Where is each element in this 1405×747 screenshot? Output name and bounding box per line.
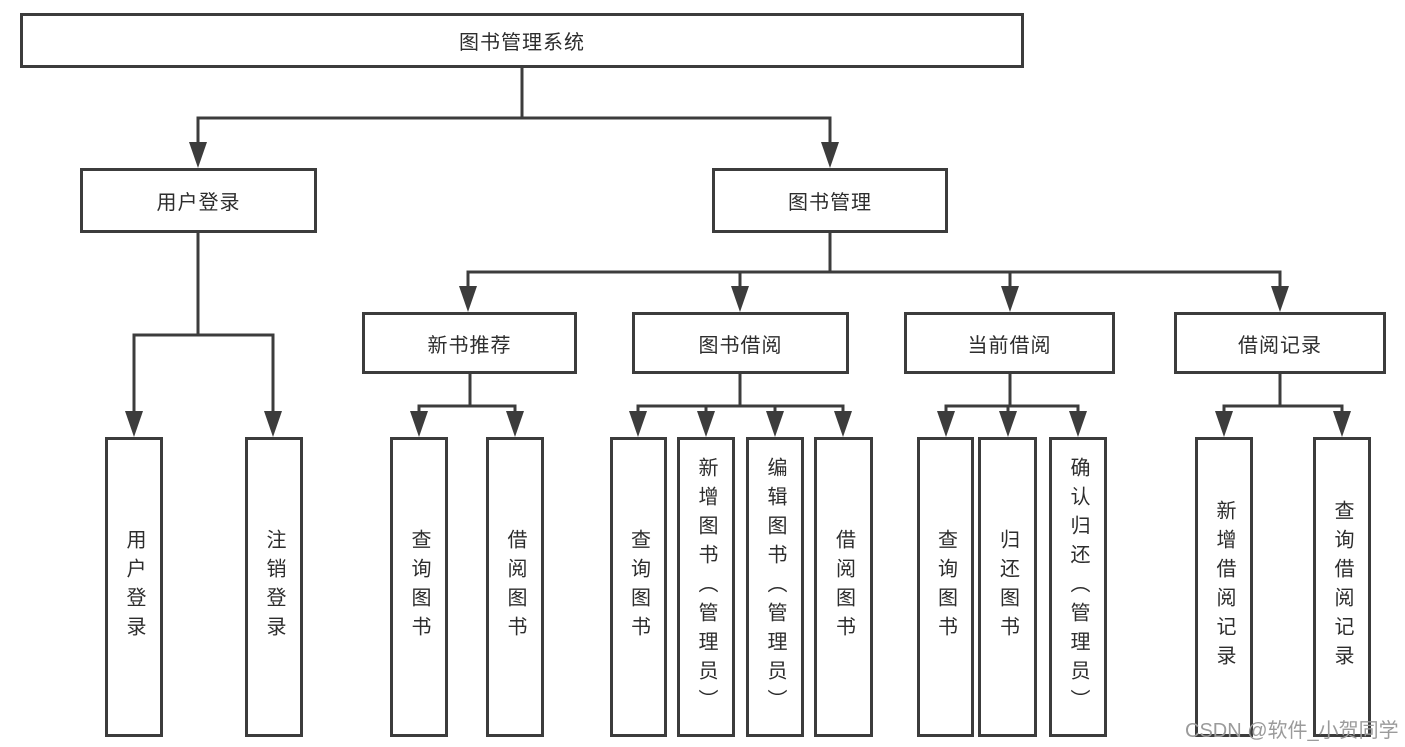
- leaf-borrow-books: 借阅图书: [814, 437, 873, 737]
- leaf-borrow-books-recommendation-label: 借阅图书: [504, 529, 526, 645]
- leaf-confirm-return-admin: 确认归还（管理员）: [1049, 437, 1107, 737]
- connector-bookborrow-to-leaves: [629, 374, 852, 437]
- leaf-borrow-books-recommendation: 借阅图书: [486, 437, 544, 737]
- node-root-label: 图书管理系统: [459, 32, 585, 54]
- leaf-logout-label: 注销登录: [263, 529, 285, 645]
- node-user-login-label: 用户登录: [156, 192, 241, 214]
- leaf-query-borrow-record: 查询借阅记录: [1313, 437, 1371, 737]
- leaf-add-borrow-record-label: 新增借阅记录: [1213, 500, 1235, 674]
- leaf-edit-books-admin: 编辑图书（管理员）: [746, 437, 804, 737]
- leaf-borrow-books-label: 借阅图书: [832, 529, 855, 645]
- leaf-query-books-current: 查询图书: [917, 437, 974, 737]
- connector-root-to-level2: [189, 68, 839, 168]
- leaf-add-books-admin-label: 新增图书（管理员）: [695, 456, 717, 718]
- node-new-book-recommendation-label: 新书推荐: [427, 334, 512, 357]
- leaf-return-books-label: 归还图书: [996, 529, 1019, 645]
- node-current-borrowing-label: 当前借阅: [967, 334, 1052, 357]
- leaf-user-login-label: 用户登录: [123, 529, 145, 645]
- leaf-query-books-borrowing: 查询图书: [610, 437, 667, 737]
- leaf-logout: 注销登录: [245, 437, 303, 737]
- leaf-confirm-return-admin-label: 确认归还（管理员）: [1067, 456, 1089, 718]
- node-new-book-recommendation: 新书推荐: [362, 312, 577, 374]
- leaf-query-borrow-record-label: 查询借阅记录: [1331, 500, 1353, 674]
- leaf-query-books-recommendation-label: 查询图书: [408, 529, 430, 645]
- node-book-borrowing-label: 图书借阅: [698, 334, 783, 357]
- node-book-management: 图书管理: [712, 168, 948, 233]
- connector-bookmgmt-to-level3: [459, 233, 1289, 312]
- leaf-query-books-borrowing-label: 查询图书: [627, 529, 650, 645]
- leaf-query-books-current-label: 查询图书: [934, 529, 957, 645]
- leaf-add-books-admin: 新增图书（管理员）: [677, 437, 735, 737]
- leaf-return-books: 归还图书: [978, 437, 1037, 737]
- node-book-management-label: 图书管理: [788, 192, 872, 214]
- node-current-borrowing: 当前借阅: [904, 312, 1115, 374]
- node-borrowing-records: 借阅记录: [1174, 312, 1386, 374]
- leaf-user-login: 用户登录: [105, 437, 163, 737]
- node-book-borrowing: 图书借阅: [632, 312, 849, 374]
- connector-userlogin-to-leaves: [125, 233, 282, 437]
- leaf-edit-books-admin-label: 编辑图书（管理员）: [764, 456, 786, 718]
- node-user-login: 用户登录: [80, 168, 317, 233]
- leaf-add-borrow-record: 新增借阅记录: [1195, 437, 1253, 737]
- connector-newbookrec-to-leaves: [410, 374, 524, 437]
- connector-borrowrecord-to-leaves: [1215, 374, 1351, 437]
- node-borrowing-records-label: 借阅记录: [1238, 334, 1322, 357]
- leaf-query-books-recommendation: 查询图书: [390, 437, 448, 737]
- node-root: 图书管理系统: [20, 13, 1024, 68]
- csdn-watermark: CSDN @软件_小贺同学: [1185, 720, 1399, 742]
- connector-currentborrow-to-leaves: [937, 374, 1087, 437]
